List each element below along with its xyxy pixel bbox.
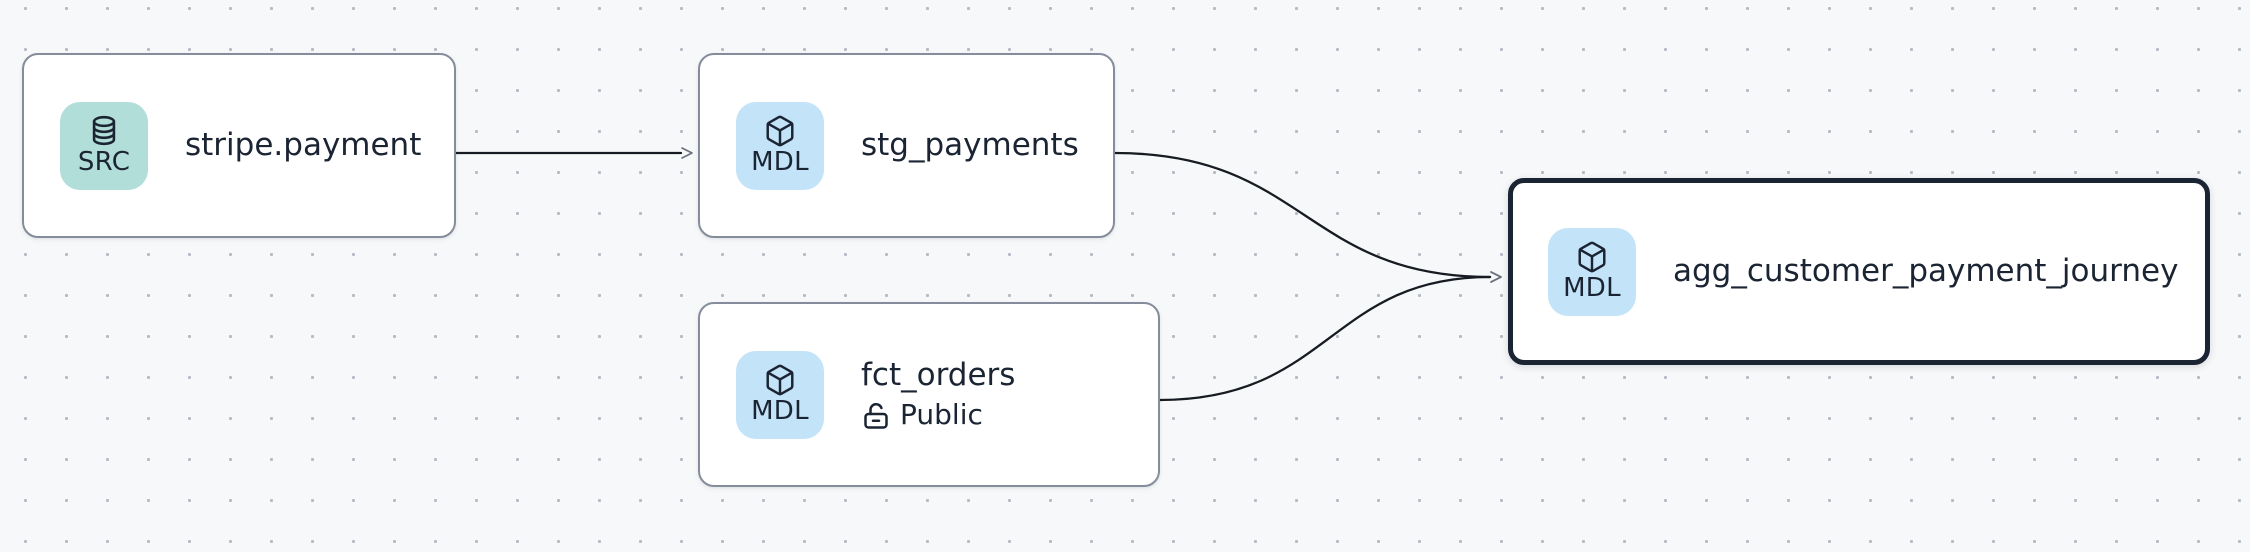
visibility-label: Public bbox=[900, 398, 983, 432]
cube-icon bbox=[766, 115, 794, 147]
model-type-badge: MDL bbox=[736, 101, 824, 190]
node-title: agg_customer_payment_journey bbox=[1673, 252, 2179, 289]
node-title: stripe.payment bbox=[185, 126, 422, 163]
model-type-badge: MDL bbox=[736, 350, 824, 439]
node-fct-orders[interactable]: MDL fct_orders Public bbox=[698, 302, 1160, 487]
cube-icon bbox=[1578, 241, 1606, 273]
model-type-badge: MDL bbox=[1548, 227, 1636, 316]
source-type-badge: SRC bbox=[60, 101, 148, 190]
badge-label: MDL bbox=[1563, 273, 1621, 304]
database-icon bbox=[92, 116, 116, 146]
edge-stg-payments-to-agg-customer-payment-journey[interactable] bbox=[1113, 151, 1502, 283]
node-stg-payments[interactable]: MDL stg_payments bbox=[698, 53, 1115, 238]
node-title: stg_payments bbox=[861, 126, 1079, 163]
badge-label: MDL bbox=[751, 396, 809, 427]
node-title: fct_orders bbox=[861, 356, 1016, 393]
unlock-icon bbox=[864, 402, 888, 429]
visibility-tag: Public bbox=[861, 400, 1015, 431]
cube-icon bbox=[766, 364, 794, 396]
node-agg-customer-payment-journey[interactable]: MDL agg_customer_payment_journey bbox=[1508, 178, 2210, 365]
badge-label: SRC bbox=[77, 147, 131, 178]
badge-label: MDL bbox=[751, 147, 809, 178]
edge-fct-orders-to-agg-customer-payment-journey[interactable] bbox=[1158, 271, 1502, 402]
node-stripe-payment[interactable]: SRC stripe.payment bbox=[22, 53, 456, 238]
